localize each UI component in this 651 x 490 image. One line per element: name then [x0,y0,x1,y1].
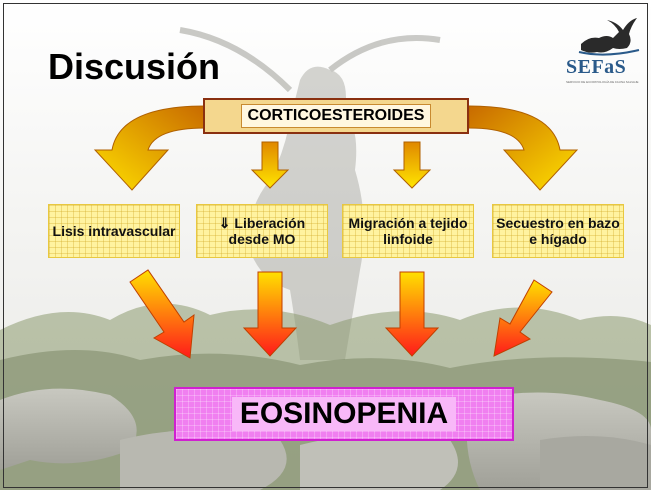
effect-label: ⇓ Liberación desde MO [218,214,306,247]
result-arrow-4 [493,279,553,357]
effect-box-sequestration: Secuestro en bazo e hígado [492,204,624,258]
slide-title: Discusión [48,46,221,87]
result-arrow-1 [129,269,195,359]
effect-label: Migración a tejido linfoide [348,214,468,247]
effect-label: Secuestro en bazo e hígado [496,214,620,247]
effect-box-migration: Migración a tejido linfoide [342,204,474,258]
corticosteroids-box: CORTICOESTEROIDES [203,98,469,134]
eosinopenia-label: EOSINOPENIA [231,397,457,431]
corticosteroids-label: CORTICOESTEROIDES [240,104,432,128]
effect-box-lysis: Lisis intravascular [48,204,180,258]
result-arrow-3 [384,271,440,357]
logo-subtitle: SERVICIO DE ECOPATOLOGÍA DE FAUNA SALVAJ… [566,80,639,84]
down-arrow-2 [250,141,290,189]
eosinopenia-box: EOSINOPENIA [174,387,514,441]
logo-text: SEFaS [566,56,627,78]
effect-box-release: ⇓ Liberación desde MO [196,204,328,258]
result-arrow-2 [242,271,298,357]
ibex-logo-icon [578,18,640,56]
down-arrow-3 [392,141,432,189]
curved-arrow-right [468,105,579,191]
curved-arrow-left [93,105,206,191]
slide-frame [3,3,648,488]
effect-label: Lisis intravascular [52,222,176,239]
